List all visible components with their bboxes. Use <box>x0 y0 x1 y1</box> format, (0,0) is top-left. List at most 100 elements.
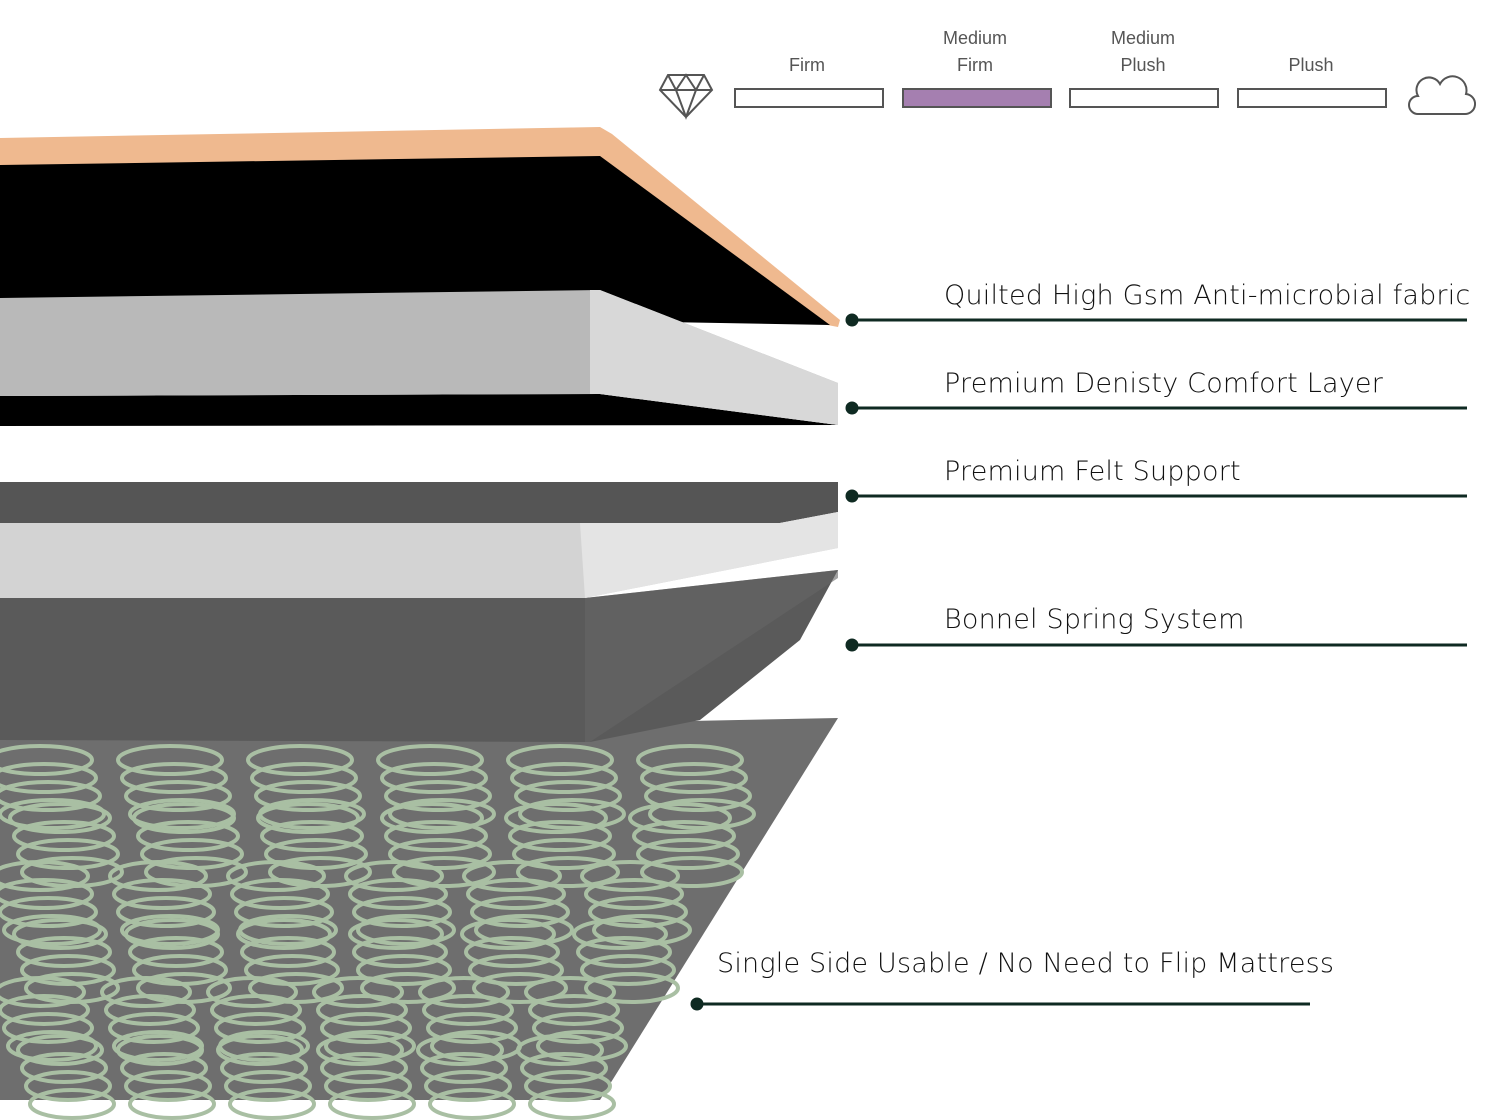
spring-coil <box>220 1052 308 1084</box>
spring-coil <box>210 994 302 1026</box>
spring-coil <box>518 798 626 830</box>
spring-coil <box>250 762 358 794</box>
spring-coil <box>316 1034 404 1066</box>
spring-coil <box>524 976 616 1008</box>
label-single-side: Single Side Usable / No Need to Flip Mat… <box>717 948 1335 979</box>
label-fabric-layer: Quilted High Gsm Anti-microbial fabric <box>944 280 1471 311</box>
cloud-icon <box>1408 75 1476 116</box>
diamond-icon <box>658 73 714 120</box>
spring-coil <box>466 878 566 910</box>
spring-coil <box>12 820 116 852</box>
spring-coil <box>108 860 208 892</box>
spring-coil <box>104 994 196 1026</box>
spring-coil <box>28 1088 116 1120</box>
spring-coil <box>520 1052 608 1084</box>
spring-coil <box>352 896 452 928</box>
spring-coil <box>528 994 620 1026</box>
spring-coil <box>640 762 748 794</box>
spring-coil <box>312 976 404 1008</box>
spring-coil <box>514 780 622 812</box>
spring-coil <box>360 972 456 1004</box>
spring-coil <box>0 780 102 812</box>
spring-coil <box>16 1034 104 1066</box>
spring-coil <box>120 1052 208 1084</box>
spring-coil <box>256 802 360 834</box>
spring-coil <box>376 744 484 776</box>
springs <box>0 744 756 1120</box>
spring-coil <box>128 936 224 968</box>
spring-coil <box>640 856 744 888</box>
spring-coil <box>416 1034 504 1066</box>
spring-coil <box>320 1012 412 1044</box>
spring-coil <box>528 1088 616 1120</box>
spring-coil <box>6 1030 98 1062</box>
spring-coil <box>0 860 90 892</box>
spring-coil <box>472 972 568 1004</box>
spring-coil <box>116 896 216 928</box>
spring-coil <box>516 1034 604 1066</box>
spring-coil <box>418 976 510 1008</box>
spring-coil <box>380 802 484 834</box>
spring-coil <box>116 744 224 776</box>
spring-coil <box>636 838 740 870</box>
spring-coil <box>504 802 608 834</box>
spring-coil <box>2 914 102 946</box>
firmness-box-medium-firm-selected <box>902 88 1052 108</box>
spring-coil <box>592 914 692 946</box>
label-felt-support: Premium Felt Support <box>944 456 1241 487</box>
spring-coil <box>632 820 736 852</box>
comfort-layer-bottom <box>0 394 838 426</box>
spring-coil <box>16 838 120 870</box>
firmness-box-plush <box>1237 88 1387 108</box>
spring-coil <box>524 1070 612 1102</box>
spring-coil <box>216 1034 304 1066</box>
spring-coil <box>124 780 232 812</box>
spring-coil <box>510 762 618 794</box>
spring-coil <box>512 838 616 870</box>
spring-coil <box>470 896 570 928</box>
spring-coil <box>462 860 562 892</box>
spring-coil <box>588 896 688 928</box>
spring-coil <box>324 1030 416 1062</box>
spring-coil <box>2 1012 94 1044</box>
spring-coil <box>0 976 86 1008</box>
spring-coil <box>508 820 612 852</box>
spring-coil <box>468 954 564 986</box>
spring-coil <box>128 1088 216 1120</box>
spring-coil <box>428 1088 516 1120</box>
spring-coil <box>328 1088 416 1120</box>
firmness-label-firm: Firm <box>789 55 825 75</box>
spring-coil <box>636 744 744 776</box>
spring-coil <box>228 1088 316 1120</box>
spring-coil <box>580 954 676 986</box>
spring-coil <box>224 1070 312 1102</box>
spring-coil <box>206 976 298 1008</box>
spring-base <box>0 718 838 1100</box>
spring-coil <box>0 896 98 928</box>
spring-coil <box>474 914 574 946</box>
felt-layer-top <box>0 482 838 523</box>
spring-coil <box>356 914 456 946</box>
spring-coil <box>12 918 108 950</box>
spring-coil <box>420 1052 508 1084</box>
spring-coil <box>124 1070 212 1102</box>
spring-coil <box>100 976 192 1008</box>
spring-coil <box>506 744 614 776</box>
label-comfort-layer: Premium Denisty Comfort Layer <box>944 368 1383 399</box>
spring-coil <box>136 820 240 852</box>
spring-coil <box>516 856 620 888</box>
spring-coil <box>422 994 514 1026</box>
spring-coil <box>260 820 364 852</box>
spring-coil <box>576 936 672 968</box>
spring-coil <box>120 762 228 794</box>
spring-coil <box>234 896 334 928</box>
spring-coil <box>348 878 448 910</box>
spring-coil <box>24 1070 112 1102</box>
spring-coil <box>352 936 448 968</box>
spring-coil <box>230 878 330 910</box>
spring-coil <box>112 878 212 910</box>
spring-coil <box>0 744 94 776</box>
